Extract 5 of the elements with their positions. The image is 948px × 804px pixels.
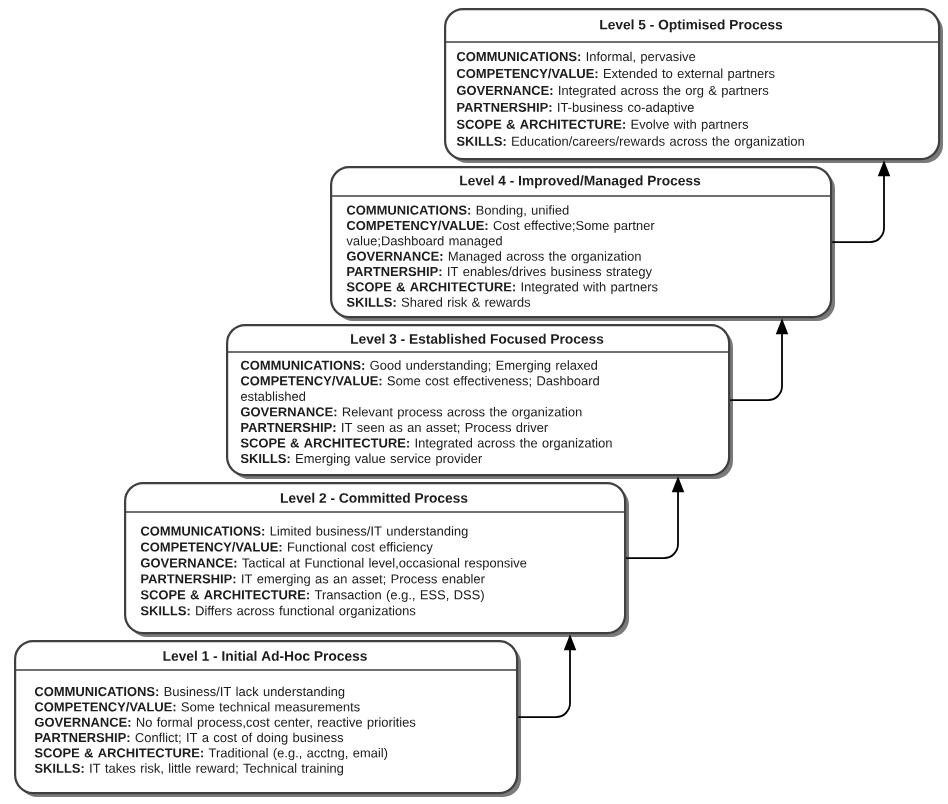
level-box (329, 166, 835, 321)
level-box (13, 640, 521, 797)
level-box (443, 8, 943, 163)
level-box (123, 482, 629, 637)
level-box (225, 324, 733, 479)
